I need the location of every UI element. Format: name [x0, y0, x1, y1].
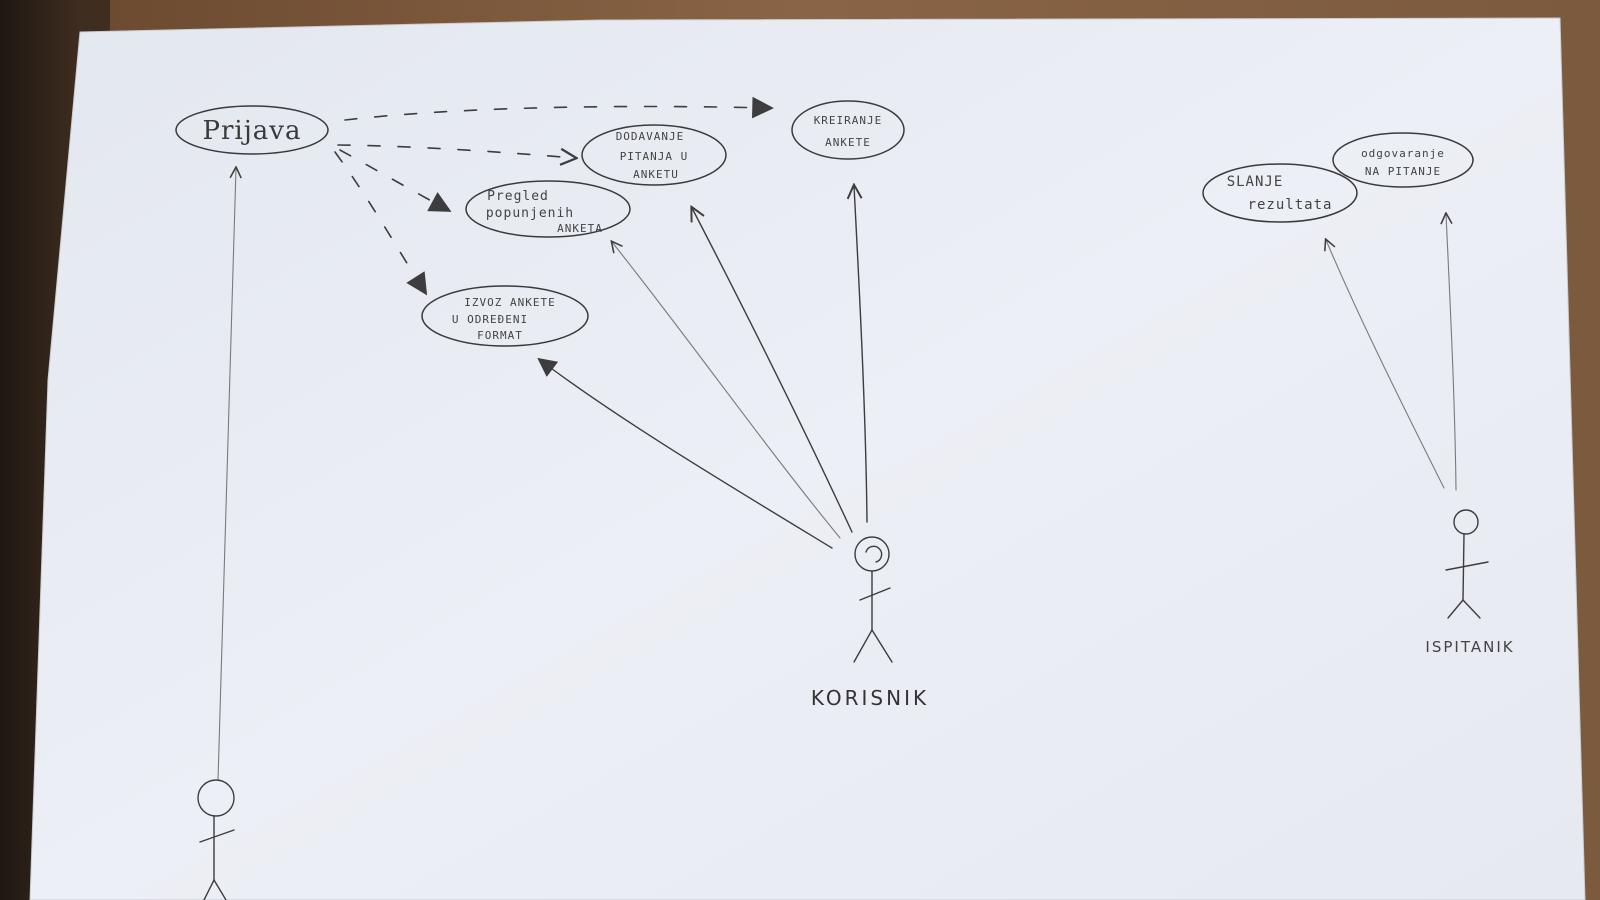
use-case-pregled-ellipse	[465, 180, 631, 238]
include-arrow-pregled	[339, 149, 448, 210]
use-case-kreiranje-ankete: KREIRANJE ANKETE	[791, 100, 905, 160]
actor-korisnik-head-detail	[865, 545, 883, 563]
actor-korisnik-leg-left	[853, 629, 873, 663]
actor-guest-arms	[199, 829, 235, 843]
assoc-ispitanik-slanje	[1326, 240, 1445, 489]
actor-ispitanik-label: ISPITANIK	[1425, 638, 1514, 656]
use-case-slanje-line2: rezultata	[1248, 197, 1333, 213]
include-arrow-dodavanje	[337, 144, 575, 158]
use-case-slanje-ellipse	[1202, 163, 1358, 223]
use-case-izvoz-line3: FORMAT	[477, 329, 523, 342]
use-case-dodavanje-pitanja: DODAVANJE PITANJA U ANKETU	[581, 124, 727, 186]
actor-ispitanik-head	[1453, 509, 1479, 535]
use-case-pregled-anketa: Pregled popunjenih ANKETA	[465, 180, 631, 238]
use-case-kreiranje-ellipse	[791, 100, 905, 160]
use-case-dodavanje-line1: DODAVANJE	[616, 130, 685, 143]
include-arrows	[334, 107, 770, 293]
use-case-prijava-label: Prijava	[203, 116, 302, 146]
use-case-prijava: Prijava	[175, 105, 329, 155]
use-case-kreiranje-line2: ANKETE	[825, 136, 871, 149]
korisnik-associations	[540, 186, 868, 549]
use-case-odgovaranje-line2: NA PITANJE	[1365, 165, 1441, 178]
assoc-korisnik-kreiranje	[854, 186, 868, 523]
actor-ispitanik-arms	[1445, 561, 1489, 571]
use-case-prijava-ellipse	[175, 105, 329, 155]
use-case-izvoz-ankete: IZVOZ ANKETE U ODREĐENI FORMAT	[421, 285, 589, 347]
actor-guest	[197, 779, 235, 900]
use-case-dodavanje-ellipse	[581, 124, 727, 186]
use-case-odgovaranje: odgovaranje NA PITANJE	[1332, 132, 1474, 188]
assoc-korisnik-izvoz	[540, 360, 833, 549]
assoc-ispitanik-odgovaranje	[1446, 214, 1457, 491]
include-arrow-izvoz	[334, 151, 425, 292]
paper-sheet	[29, 17, 1586, 900]
actor-korisnik-leg-right	[871, 629, 893, 663]
use-case-odgovaranje-ellipse	[1332, 132, 1474, 188]
use-case-kreiranje-line1: KREIRANJE	[814, 114, 883, 127]
actor-korisnik: KORISNIK	[811, 536, 929, 710]
use-case-izvoz-line1: IZVOZ ANKETE	[464, 296, 555, 309]
actor-korisnik-arms	[859, 587, 891, 601]
use-case-slanje-rezultata: SLANJE rezultata	[1202, 163, 1358, 223]
assoc-korisnik-pregled	[612, 242, 841, 539]
use-case-pregled-line2: popunjenih	[486, 206, 574, 221]
actor-ispitanik-leg-right	[1462, 599, 1481, 619]
use-case-pregled-line3: ANKETA	[557, 222, 603, 235]
actor-korisnik-label: KORISNIK	[811, 686, 929, 710]
use-case-slanje-line1: SLANJE	[1227, 174, 1284, 190]
actor-ispitanik: ISPITANIK	[1425, 509, 1514, 656]
use-case-dodavanje-line3: ANKETU	[633, 168, 679, 181]
use-case-odgovaranje-line1: odgovaranje	[1361, 147, 1445, 160]
use-case-pregled-line1: Pregled	[487, 189, 549, 204]
actor-ispitanik-leg-left	[1447, 599, 1464, 619]
include-arrow-kreiranje	[344, 107, 770, 121]
assoc-korisnik-dodavanje	[692, 208, 853, 533]
actor-korisnik-head	[854, 536, 890, 572]
actor-guest-head	[197, 779, 235, 817]
use-case-dodavanje-line2: PITANJA U	[620, 150, 689, 163]
use-case-izvoz-ellipse	[421, 285, 589, 347]
use-case-izvoz-line2: U ODREĐENI	[452, 313, 528, 326]
assoc-guest-prijava	[217, 168, 236, 781]
actor-guest-leg-right	[213, 879, 227, 900]
actor-guest-leg-left	[203, 879, 215, 900]
ispitanik-associations	[1326, 214, 1457, 491]
